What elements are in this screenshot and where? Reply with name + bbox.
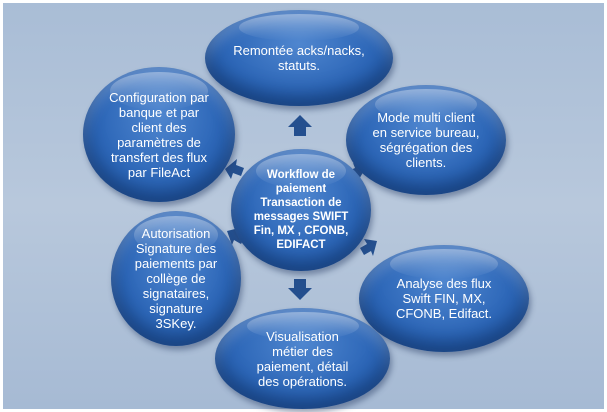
node-top: Remontée acks/nacks, statuts. [205, 10, 393, 106]
node-left-top: Configuration par banque et par client d… [83, 67, 235, 202]
arrow-left-up-icon [225, 159, 244, 179]
node-right-top-label: Mode multi client en service bureau, ség… [372, 110, 480, 170]
arrow-up-icon [288, 115, 312, 136]
node-right-top: Mode multi client en service bureau, ség… [346, 85, 506, 195]
node-left-bottom-label: Autorisation Signature des paiements par… [134, 226, 218, 331]
node-center-label: Workflow de paiement Transaction de mess… [253, 169, 349, 251]
node-center: Workflow de paiement Transaction de mess… [231, 149, 371, 271]
node-top-label: Remontée acks/nacks, statuts. [233, 43, 365, 73]
node-right-bottom-label: Analyse des flux Swift FIN, MX, CFONB, E… [395, 276, 493, 321]
node-bottom: Visualisation métier des paiement, détai… [215, 308, 390, 409]
node-right-bottom: Analyse des flux Swift FIN, MX, CFONB, E… [359, 245, 529, 352]
diagram-canvas: Remontée acks/nacks, statuts. Mode multi… [3, 3, 604, 409]
node-left-top-label: Configuration par banque et par client d… [109, 89, 209, 180]
node-bottom-label: Visualisation métier des paiement, détai… [256, 328, 349, 389]
arrow-right-down-icon [360, 239, 377, 256]
node-left-bottom: Autorisation Signature des paiements par… [111, 211, 241, 346]
arrow-down-icon [288, 279, 312, 300]
